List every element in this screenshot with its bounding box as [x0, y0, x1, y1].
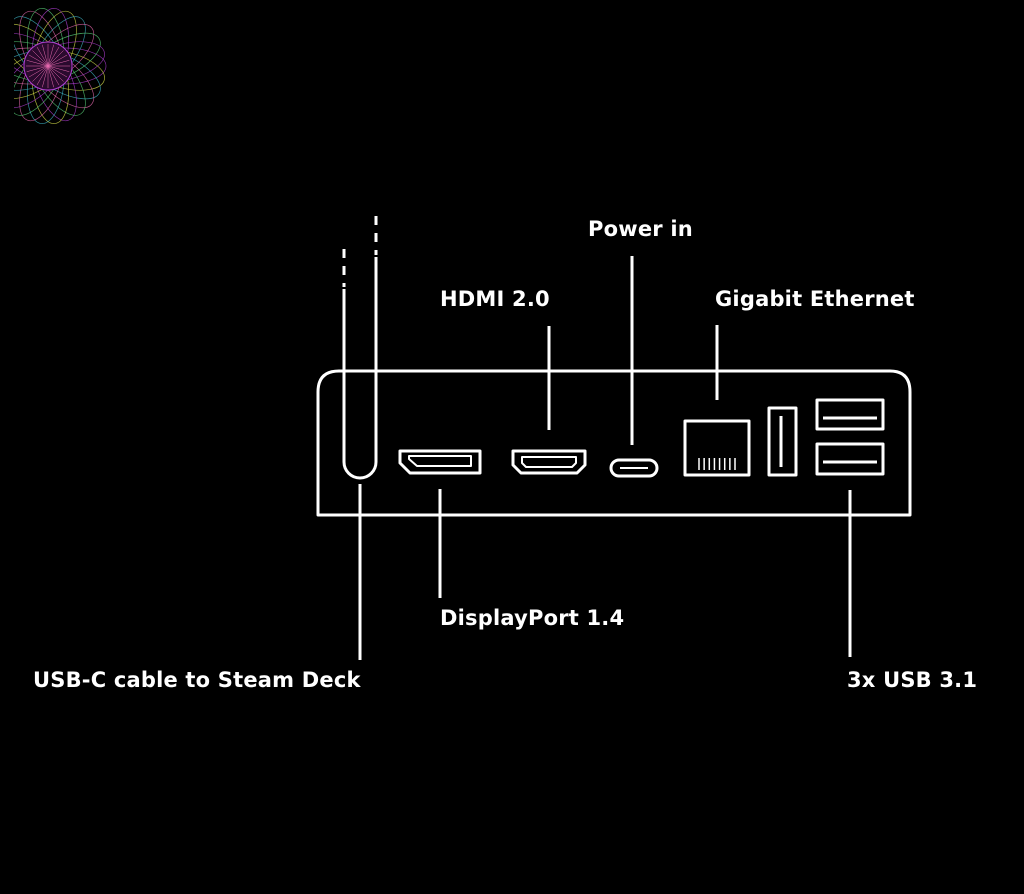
logo-core-line — [47, 60, 70, 67]
logo-core-line — [42, 65, 49, 88]
usb-a-bottom-port-icon — [815, 442, 885, 476]
logo-core-line — [47, 65, 54, 88]
logo-core-line — [28, 54, 49, 67]
label-hdmi: HDMI 2.0 — [440, 287, 550, 311]
logo-core-line — [47, 65, 70, 72]
logo-core-line — [36, 65, 49, 86]
logo-core-line — [32, 50, 49, 67]
logo-core-line — [26, 60, 49, 67]
logo-core-line — [36, 46, 49, 67]
label-ethernet: Gigabit Ethernet — [715, 287, 915, 311]
logo-core-line — [42, 44, 49, 67]
logo-core-line — [47, 44, 54, 67]
usb-c-cable-icon — [342, 216, 378, 480]
logo-core-line — [32, 65, 49, 82]
usb-a-vertical-port-icon — [767, 406, 798, 477]
label-power-in: Power in — [588, 217, 693, 241]
label-displayport: DisplayPort 1.4 — [440, 606, 625, 630]
displayport-port-icon — [398, 449, 482, 475]
ethernet-port-icon — [683, 419, 751, 477]
hdmi-port-icon — [511, 449, 587, 475]
label-usb-c-cable: USB-C cable to Steam Deck — [33, 668, 361, 692]
logo-core-line — [26, 65, 49, 72]
usb-a-top-port-icon — [815, 398, 885, 431]
logo-core-line — [47, 54, 68, 67]
spirograph-logo-icon — [14, 8, 107, 124]
logo-core-line — [47, 65, 64, 82]
label-usb-a: 3x USB 3.1 — [847, 668, 978, 692]
usb-c-power-port-icon — [609, 458, 659, 478]
logo-core-line — [47, 50, 64, 67]
logo-core-line — [47, 65, 68, 78]
dock-body-outline — [316, 369, 912, 517]
logo-core-line — [47, 65, 60, 86]
logo-core-line — [47, 46, 60, 67]
logo-core-line — [28, 65, 49, 78]
